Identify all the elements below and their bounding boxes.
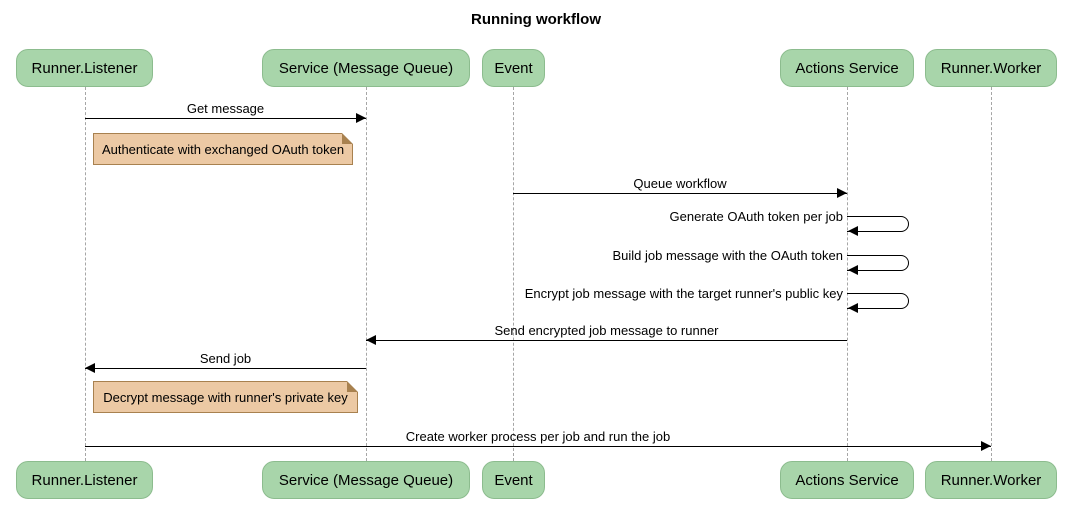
lifeline-runner-listener [85, 87, 86, 461]
actor-actions-service-top: Actions Service [780, 49, 914, 87]
actor-label: Actions Service [795, 59, 899, 77]
arrowhead-left-icon [848, 303, 858, 313]
actor-label: Actions Service [795, 471, 899, 489]
lifeline-actions-service [847, 87, 848, 461]
message-label-generate-oauth-token: Generate OAuth token per job [669, 209, 843, 224]
message-arrow-create-worker-process [85, 446, 991, 447]
actor-label: Runner.Listener [31, 471, 138, 489]
message-arrow-send-job [85, 368, 366, 369]
message-label-queue-workflow: Queue workflow [633, 176, 727, 191]
lifeline-service-message-queue [366, 87, 367, 461]
message-label-create-worker-process: Create worker process per job and run th… [405, 429, 671, 444]
actor-runner-worker-top: Runner.Worker [925, 49, 1057, 87]
arrowhead-right-icon [356, 113, 366, 123]
actor-event-top: Event [482, 49, 545, 87]
actor-label: Event [494, 59, 533, 77]
message-arrow-send-encrypted-job-message [366, 340, 847, 341]
note-label: Authenticate with exchanged OAuth token [101, 141, 345, 157]
actor-label: Runner.Listener [31, 59, 138, 77]
message-arrow-queue-workflow [513, 193, 847, 194]
diagram-title: Running workflow [471, 11, 601, 28]
lifeline-runner-worker [991, 87, 992, 461]
actor-actions-service-bottom: Actions Service [780, 461, 914, 499]
actor-label: Runner.Worker [940, 59, 1042, 77]
actor-label: Runner.Worker [940, 471, 1042, 489]
lifeline-event [513, 87, 514, 461]
message-label-encrypt-job-message: Encrypt job message with the target runn… [524, 286, 843, 301]
actor-event-bottom: Event [482, 461, 545, 499]
arrowhead-left-icon [85, 363, 95, 373]
actor-runner-listener-bottom: Runner.Listener [16, 461, 153, 499]
note-decrypt: Decrypt message with runner's private ke… [93, 381, 358, 413]
note-authenticate: Authenticate with exchanged OAuth token [93, 133, 353, 165]
actor-runner-listener-top: Runner.Listener [16, 49, 153, 87]
message-label-send-encrypted-job-message: Send encrypted job message to runner [494, 323, 719, 338]
arrowhead-left-icon [848, 265, 858, 275]
actor-label: Service (Message Queue) [278, 471, 454, 489]
actor-service-message-queue-top: Service (Message Queue) [262, 49, 470, 87]
actor-label: Event [494, 471, 533, 489]
message-label-build-job-message: Build job message with the OAuth token [612, 248, 843, 263]
self-loop-arrow [847, 293, 909, 309]
arrowhead-left-icon [848, 226, 858, 236]
self-loop-arrow [847, 216, 909, 232]
note-label: Decrypt message with runner's private ke… [103, 389, 348, 405]
message-arrow-get-message [85, 118, 366, 119]
message-label-send-job: Send job [199, 351, 252, 366]
message-label-get-message: Get message [186, 101, 265, 116]
arrowhead-right-icon [837, 188, 847, 198]
self-loop-arrow [847, 255, 909, 271]
actor-runner-worker-bottom: Runner.Worker [925, 461, 1057, 499]
arrowhead-left-icon [366, 335, 376, 345]
arrowhead-right-icon [981, 441, 991, 451]
actor-label: Service (Message Queue) [278, 59, 454, 77]
actor-service-message-queue-bottom: Service (Message Queue) [262, 461, 470, 499]
